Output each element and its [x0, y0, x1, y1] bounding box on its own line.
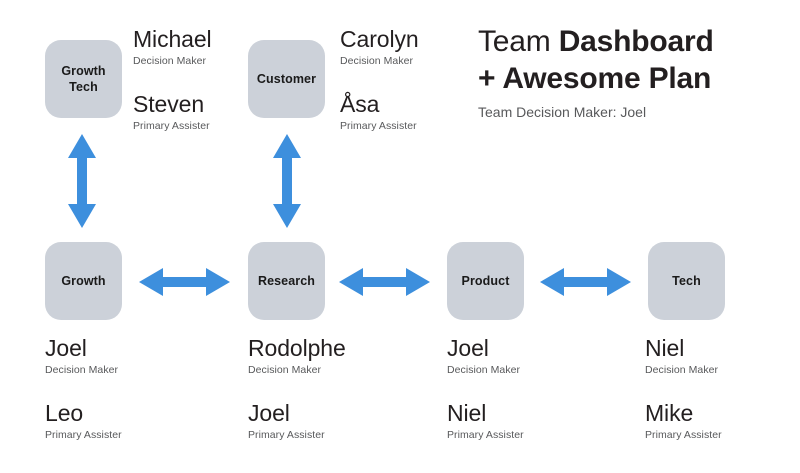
person-entry-primary-assister: Åsa Primary Assister: [340, 90, 419, 132]
page-subtitle: Team Decision Maker: Joel: [478, 104, 647, 121]
people-growth-tech: Michael Decision Maker Steven Primary As…: [133, 28, 212, 131]
person-name: Niel: [447, 399, 487, 426]
double-arrow-vertical-icon: [269, 134, 305, 228]
person-name: Carolyn: [340, 26, 419, 52]
node-customer-label: Customer: [256, 72, 317, 86]
person-name: Joel: [447, 335, 489, 361]
connector-research-product: [339, 264, 430, 300]
person-entry-decision-maker: Rodolphe Decision Maker: [248, 337, 346, 376]
person-entry-decision-maker: Joel Decision Maker: [447, 337, 524, 376]
person-entry-decision-maker: Joel Decision Maker: [45, 337, 122, 376]
node-tech-label: Tech: [672, 274, 701, 288]
node-growth[interactable]: Growth: [45, 242, 122, 320]
people-growth: Joel Decision Maker Leo Primary Assister: [45, 337, 122, 440]
double-arrow-horizontal-icon: [139, 264, 230, 300]
person-role: Decision Maker: [447, 364, 521, 376]
connector-growth-research: [139, 264, 230, 300]
page-title-block: Team Dashboard + Awesome Plan Team Decis…: [478, 24, 788, 120]
person-role: Primary Assister: [340, 119, 417, 132]
person-entry-primary-assister: Joel Primary Assister: [248, 399, 346, 441]
people-customer: Carolyn Decision Maker Åsa Primary Assis…: [340, 28, 419, 131]
double-arrow-horizontal-icon: [339, 264, 430, 300]
node-growth-label: Growth: [61, 274, 106, 288]
node-product-label: Product: [461, 274, 510, 288]
people-product: Joel Decision Maker Niel Primary Assiste…: [447, 337, 524, 440]
page-title-line-1: Team Dashboard: [478, 24, 788, 61]
person-role: Decision Maker: [133, 55, 207, 67]
connector-growth-to-growth-tech: [64, 134, 100, 228]
person-name: Niel: [645, 335, 685, 361]
page-title-word-team: Team: [478, 25, 559, 58]
page-title-line-2: + Awesome Plan: [478, 61, 712, 95]
person-name: Leo: [45, 399, 84, 426]
person-role: Primary Assister: [133, 119, 210, 132]
person-entry-primary-assister: Niel Primary Assister: [447, 399, 524, 441]
person-role: Decision Maker: [340, 55, 414, 67]
person-name: Joel: [248, 399, 290, 426]
person-role: Decision Maker: [45, 364, 119, 376]
person-name: Mike: [645, 399, 694, 426]
people-research: Rodolphe Decision Maker Joel Primary Ass…: [248, 337, 346, 440]
person-role: Primary Assister: [248, 428, 325, 441]
double-arrow-horizontal-icon: [540, 264, 631, 300]
node-research[interactable]: Research: [248, 242, 325, 320]
page-title-word-dashboard: Dashboard: [558, 25, 714, 58]
node-tech[interactable]: Tech: [648, 242, 725, 320]
person-name: Michael: [133, 26, 212, 52]
person-role: Decision Maker: [645, 364, 719, 376]
node-research-label: Research: [257, 274, 316, 288]
people-tech: Niel Decision Maker Mike Primary Assiste…: [645, 337, 722, 440]
person-role: Primary Assister: [645, 428, 722, 441]
person-entry-decision-maker: Niel Decision Maker: [645, 337, 722, 376]
person-role: Decision Maker: [248, 364, 322, 376]
person-role: Primary Assister: [45, 428, 122, 441]
person-entry-primary-assister: Steven Primary Assister: [133, 90, 212, 132]
connector-research-to-customer: [269, 134, 305, 228]
person-entry-decision-maker: Michael Decision Maker: [133, 28, 212, 67]
person-name: Joel: [45, 335, 87, 361]
connector-product-tech: [540, 264, 631, 300]
person-entry-primary-assister: Leo Primary Assister: [45, 399, 122, 441]
node-product[interactable]: Product: [447, 242, 524, 320]
node-customer[interactable]: Customer: [248, 40, 325, 118]
person-entry-primary-assister: Mike Primary Assister: [645, 399, 722, 441]
person-role: Primary Assister: [447, 428, 524, 441]
person-name: Rodolphe: [248, 335, 346, 361]
person-name: Steven: [133, 90, 205, 117]
person-entry-decision-maker: Carolyn Decision Maker: [340, 28, 419, 67]
person-name: Åsa: [340, 90, 380, 117]
node-growth-tech-label-line2: Tech: [69, 80, 98, 94]
double-arrow-vertical-icon: [64, 134, 100, 228]
node-growth-tech-label-line1: Growth: [61, 64, 106, 78]
